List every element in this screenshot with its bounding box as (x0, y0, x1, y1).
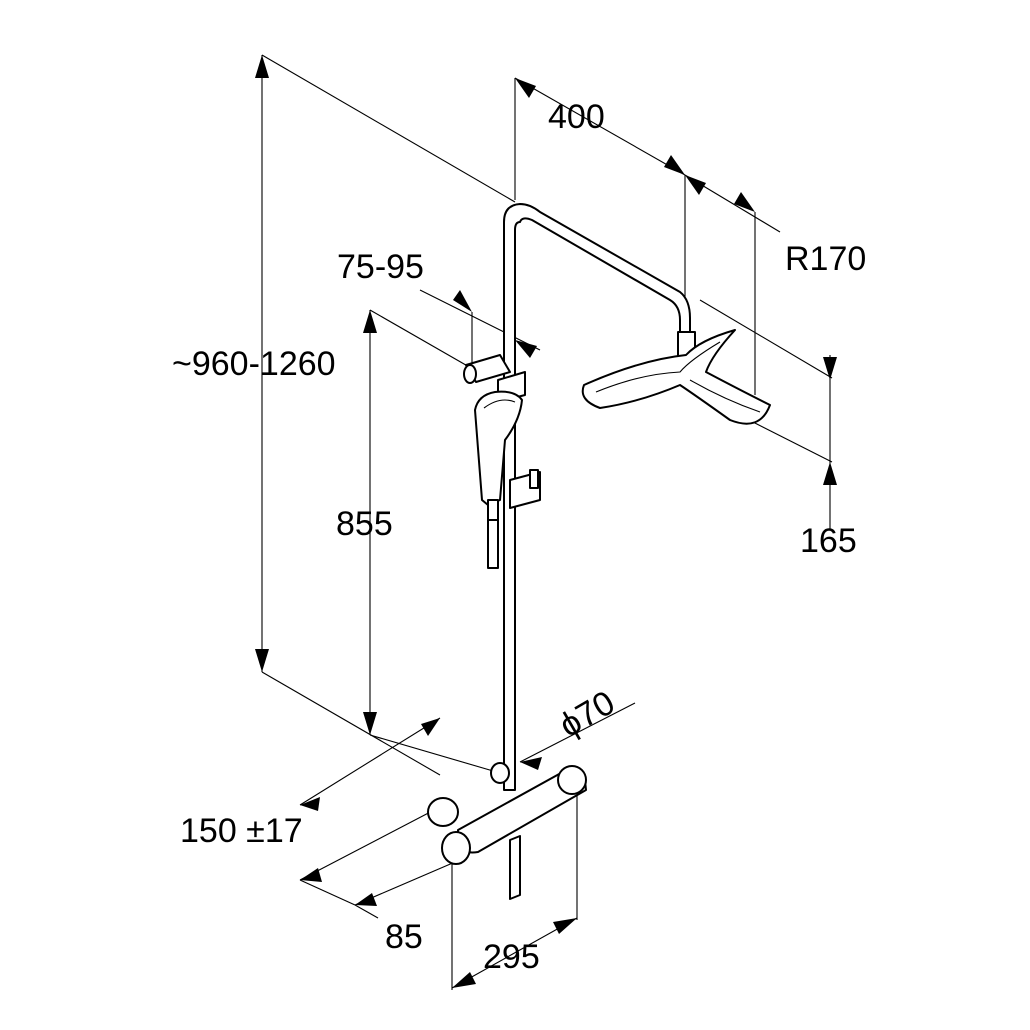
arm-length-label: 400 (548, 98, 605, 136)
bracket-range-label: 75-95 (337, 248, 424, 286)
head-radius-label: R170 (785, 240, 866, 278)
dimension-lines (261, 54, 833, 990)
thermostatic-mixer (427, 762, 587, 900)
slider-height-label: 855 (336, 505, 393, 543)
overhead-shower-head (581, 329, 771, 425)
mixer-diameter-label: ϕ70 (553, 684, 621, 745)
inlet-spacing-label: 150 ±17 (180, 812, 303, 850)
wall-bracket (463, 354, 511, 384)
hand-shower (474, 390, 523, 569)
height-range-label: ~960-1260 (172, 345, 336, 383)
dimension-arrows (255, 55, 837, 988)
slider-holder (497, 371, 541, 509)
wall-offset-label: 85 (385, 918, 423, 956)
head-depth-label: 165 (800, 522, 857, 560)
mixer-width-label: 295 (483, 938, 540, 976)
